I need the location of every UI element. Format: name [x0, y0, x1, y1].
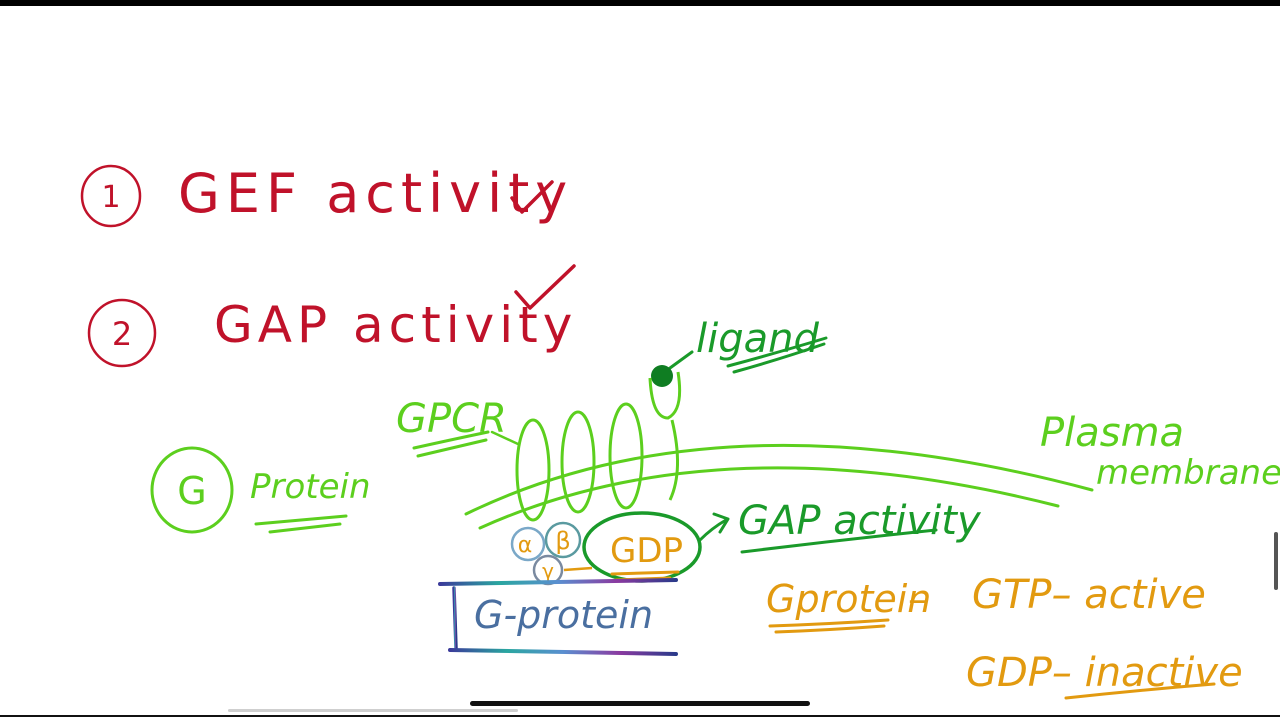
gpcr-binding-pocket — [648, 371, 682, 420]
g-protein-label: G Protein — [150, 446, 371, 534]
membrane-outer-line — [464, 443, 1094, 516]
beta-text: β — [555, 527, 570, 555]
g-protein-subunits: α β γ — [510, 521, 593, 586]
box-bottom-line — [448, 648, 678, 656]
list-item-gef: 1 GEF activity — [80, 162, 573, 228]
protein-underline — [254, 514, 348, 534]
number-circle-2 — [87, 298, 157, 368]
ligand-dot-icon — [651, 365, 673, 387]
note-dash: – — [908, 577, 927, 621]
ligand-underline — [726, 336, 828, 374]
note-gprotein-text: Gprotein — [766, 577, 931, 621]
horizontal-scroll-indicator[interactable] — [228, 709, 518, 712]
checkmark-icon — [510, 180, 554, 214]
gap-activity-underline — [740, 528, 938, 554]
ligand-pointer — [668, 350, 694, 370]
gpcr-helix-3 — [608, 402, 644, 510]
number-1: 1 — [101, 180, 120, 215]
gpcr-helix-2 — [560, 410, 596, 514]
gdp-bubble: GDP — [582, 511, 702, 583]
beta-subunit — [544, 521, 582, 559]
gpcr-underline — [412, 430, 490, 458]
checkmark-icon — [514, 264, 576, 310]
number-2: 2 — [112, 315, 132, 353]
box-top-line — [438, 578, 678, 586]
g-protein-box: G-protein — [438, 578, 678, 656]
arrow-line — [698, 518, 728, 542]
gef-activity-text: GEF activity — [178, 162, 573, 225]
inactive-underline — [1064, 682, 1216, 700]
gap-activity-green-text: GAP activity — [738, 498, 982, 544]
subunit-connector — [563, 566, 593, 572]
alpha-subunit — [510, 526, 546, 562]
note-gtp-active-text: GTP– active — [972, 572, 1206, 618]
number-circle-1 — [80, 164, 142, 228]
g-circle-letter: G — [177, 469, 206, 513]
plasma-text: Plasma — [1040, 410, 1184, 456]
membrane-text: membrane — [1096, 453, 1280, 493]
alpha-text: α — [518, 533, 533, 558]
g-circle — [150, 446, 234, 534]
gamma-text: γ — [542, 559, 554, 583]
gdp-text: GDP — [610, 531, 683, 571]
list-item-gap: 2 GAP activity — [87, 264, 577, 368]
g-protein-notes: Gprotein – GTP– active GDP– inactive — [766, 572, 1243, 700]
gpcr-text: GPCR — [396, 396, 507, 442]
protein-text: Protein — [250, 467, 371, 507]
arrow-head-icon — [712, 512, 730, 534]
box-left-line — [452, 586, 458, 650]
gpcr-pointer — [490, 430, 520, 446]
gpcr-label: GPCR — [396, 396, 520, 458]
screen-bottom-edge — [0, 715, 1280, 717]
gpcr-helix-1 — [515, 418, 551, 522]
home-indicator-bar[interactable] — [470, 701, 810, 706]
plasma-membrane: Plasma membrane — [464, 410, 1280, 530]
g-protein-box-text: G-protein — [474, 593, 653, 637]
screen-top-edge — [0, 0, 1280, 6]
vertical-scrollbar-thumb[interactable] — [1274, 532, 1278, 590]
note-gprotein-underline — [768, 618, 890, 634]
gpcr-coils — [515, 371, 682, 522]
membrane-inner-line — [478, 466, 1060, 530]
ligand-label: ligand — [651, 316, 828, 387]
gap-arrow: GAP activity — [698, 498, 982, 554]
ligand-text: ligand — [696, 316, 819, 362]
gap-activity-text: GAP activity — [214, 296, 577, 354]
gpcr-tail — [668, 419, 679, 501]
note-gdp-inactive-text: GDP– inactive — [966, 650, 1243, 696]
